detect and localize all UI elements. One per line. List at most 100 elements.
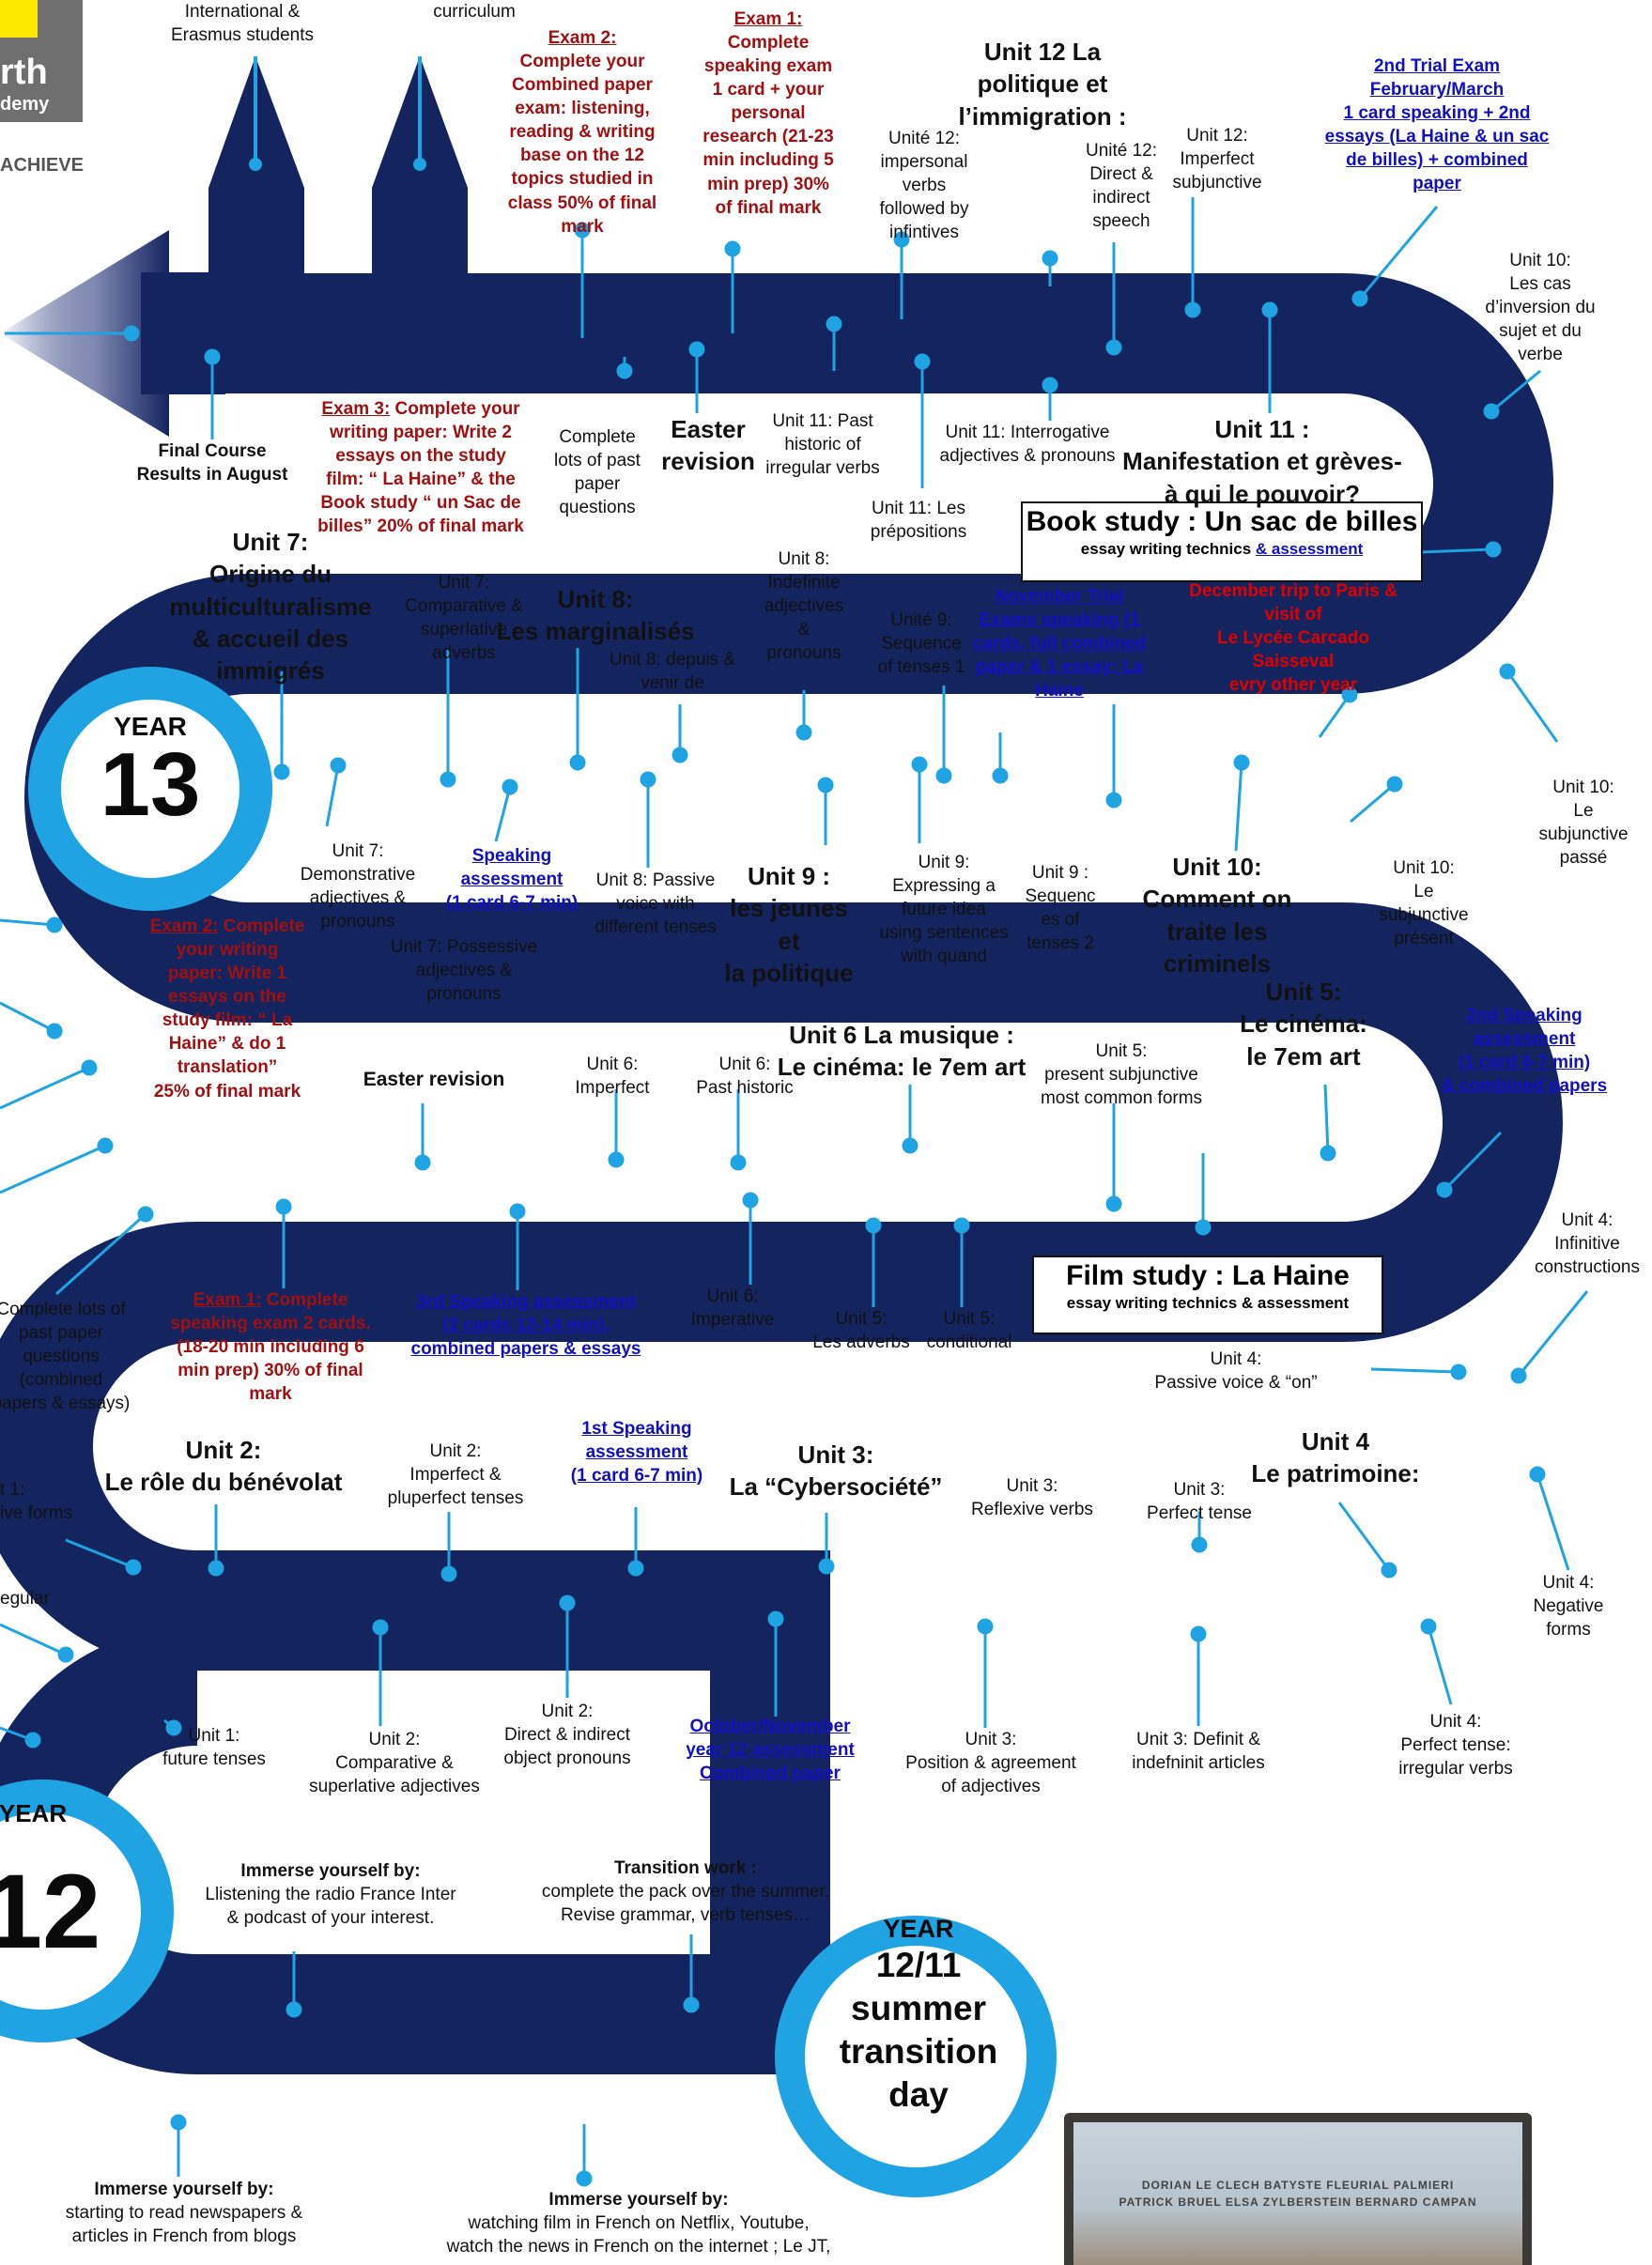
label-paris-line-4: evry other year [1228,675,1358,696]
label-u12-imp-line-0: Unité 12: [888,129,961,148]
connector-line [1370,1367,1459,1374]
year12-word: YEAR [0,1799,68,1827]
label-u9-fut-line-4: with quand [901,947,987,967]
connector-line [1358,206,1439,300]
label-u2-imp: Unit 2:Imperfect &pluperfect tenses [80,1440,831,1510]
label-u5-cine: Unit 5:Le cinéma:le 7em art [928,976,1652,1072]
label-u4-inf-line-0: Unit 4: [1561,1210,1613,1230]
connector-dot [1105,792,1122,809]
label-imm-film: Immerse yourself by:watching film in Fre… [263,2188,1014,2258]
label-complete-past-y12-line-4: papers & essays) [0,1394,131,1414]
label-trial-nov-line-1: Exams speaking (1 [979,610,1140,631]
label-u7-title-line-3: & accueil des [192,624,349,653]
connector-dot [742,1192,759,1209]
connector-dot [1483,403,1500,420]
label-u12-dir-line-2: indirect [1092,188,1150,208]
label-exam1-y12-line-2: (18-20 min including 6 [177,1337,364,1358]
label-u2-imp-line-2: pluperfect tenses [387,1488,524,1509]
connector-dot [275,1198,292,1215]
connector-dot [372,1619,389,1636]
label-u4-neg-line-2: forms [1546,1620,1591,1641]
label-u10-pres-line-2: subjunctive [1379,905,1469,926]
year13-word: YEAR [114,712,187,741]
label-u10-pas-line-3: passé [1559,848,1608,869]
label-u5-cond-line-1: conditional [926,1333,1012,1353]
label-trial2-line-2: 1 card speaking + 2nd [1343,103,1531,124]
label-exam3-line-2: essays on the study [335,446,506,467]
connector-line [1323,1084,1330,1154]
label-u5-cond: Unit 5: conditional [594,1307,1345,1354]
connector-dot [24,1732,41,1749]
connector-line [1350,782,1396,824]
label-speak-y13-line-1: assessment [460,870,564,890]
label-u4-inf-line-2: constructions [1535,1257,1640,1278]
label-u4-perf-line-0: Unit 4: [1429,1712,1482,1732]
connector-dot [826,316,842,332]
label-u11-interr-line-0: Unit 11: Interrogative [945,423,1110,442]
label-u4-inf-line-1: Infinitive [1554,1234,1620,1255]
label-u11-past-line-0: Unit 11: Past [772,411,873,431]
connector-dot [1351,290,1368,307]
label-u3-pos-line-1: Position & agreement [905,1753,1076,1774]
label-u3-refl-line-0: Unit 3: [1006,1476,1058,1496]
label-exam1-y12-line-1: speaking exam 2 cards. [170,1314,371,1334]
connector-dot [1105,1195,1122,1212]
label-exam2-y12-line-1: your writing [176,940,279,961]
book-study-assessment-link[interactable]: & assessment [1255,540,1364,558]
label-oct-nov-line-0: October/November [689,1717,851,1736]
label-easter-y13-line-0: Easter [671,415,746,443]
label-u8-dep-line-0: Unit 8: depuis & [609,650,736,670]
label-u3-def: Unit 3: Definit &indefninit articles [823,1728,1574,1775]
connector-dot [208,1560,224,1577]
year12-number: 12 [0,1853,101,1970]
connector-line [1536,1473,1570,1571]
connector-dot [440,1565,457,1582]
label-u1-neg-frag-line-0: t 1: [0,1480,25,1500]
label-u9-title-line-3: la politique [724,958,854,987]
label-u4-neg-line-1: Negative [1533,1596,1604,1617]
label-u10-pas-line-1: Le [1573,801,1594,822]
label-u8-pass-line-1: voice with [616,894,695,915]
label-u5-adv-line-0: Unit 5: [835,1309,888,1329]
label-complete-past-y12-line-1: past paper [19,1323,103,1344]
label-exam2-y12-line-2: paper: Write 1 [167,963,287,984]
connector-dot [608,1151,625,1168]
label-u12-subj-line-1: Imperfect [1180,149,1255,170]
label-exam2-y12-line-5: Haine” & do 1 [168,1034,286,1055]
connector-line [0,1144,106,1194]
label-transition-line-0: complete the pack over the summer. [541,1882,830,1903]
connector-dot [170,2114,187,2131]
connector-line [0,1066,90,1110]
connector-dot [672,747,688,763]
label-exam1-y12-line-0: Exam 1: Complete [193,1290,348,1310]
label-speak3[interactable]: 3rd Speaking assessment(2 cards 12-14 mi… [150,1290,902,1361]
label-u7-title-line-2: multiculturalisme [169,592,372,621]
label-u7-dem-line-3: pronouns [320,912,395,932]
label-u1-fut: Unit 1:future tenses [0,1724,590,1771]
connector-line [1318,694,1351,738]
label-exam2-y13-line-1: Complete your [519,52,645,72]
label-u7-dem-line-0: Unit 7: [332,841,384,861]
label-u9-seq2-line-0: Unit 9 : [1031,863,1089,883]
label-u5-adv-line-1: Les adverbs [812,1333,910,1353]
connector-dot [1042,377,1058,393]
label-u8-title-line-1: Les marginalisés [496,617,695,646]
label-u3-title: Unit 3:La “Cybersociété” [460,1439,1212,1503]
label-complete-past-y13-line-0: Complete [559,427,636,447]
label-u9-title-line-0: Unit 9 : [747,862,831,890]
label-u3-def-line-1: indefninit articles [1132,1753,1265,1774]
label-intl: International &Erasmus students [0,0,618,47]
connector-dot [137,1206,154,1223]
film-study-sub: essay writing technics & assessment [1066,1294,1350,1312]
